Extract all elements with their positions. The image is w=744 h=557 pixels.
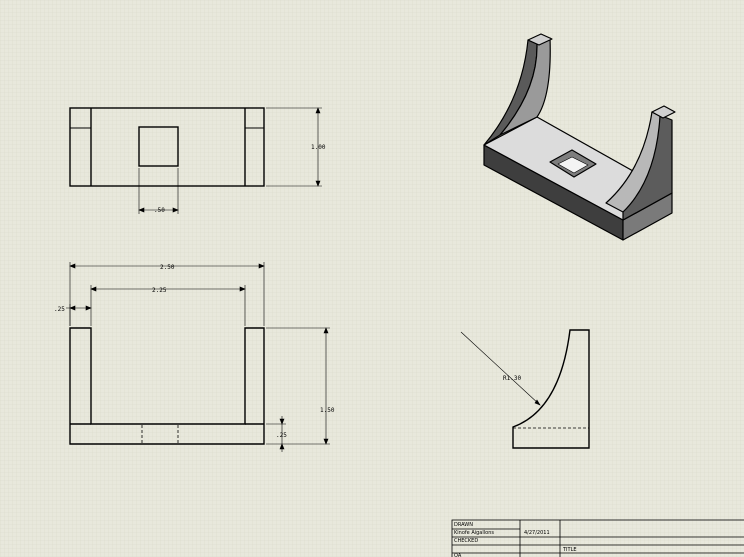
- dim-fillet-radius: R1.30: [503, 375, 521, 382]
- top-view-dimensions: [138, 107, 322, 214]
- dim-wall-thickness: .25: [54, 306, 65, 313]
- dim-top-height: 1.00: [311, 144, 326, 151]
- tb-qa-label: QA: [454, 553, 462, 557]
- front-view: [69, 327, 265, 445]
- title-block-frame: [451, 519, 744, 557]
- front-view-dimensions: [66, 262, 330, 452]
- tb-drawn-date: 4/27/2011: [524, 530, 550, 536]
- dim-base-thickness: .25: [276, 432, 287, 439]
- top-view-outline: [69, 107, 265, 187]
- dim-inner-width: 2.25: [152, 287, 167, 294]
- side-view-outline: [512, 329, 590, 449]
- tb-checked-label: CHECKED: [454, 538, 478, 544]
- dim-overall-height: 1.50: [320, 407, 335, 414]
- top-view-square-hole: [138, 126, 179, 167]
- dim-overall-width: 2.50: [160, 264, 175, 271]
- iso-left-upright-top: [527, 33, 553, 46]
- isometric-view: [483, 33, 676, 241]
- top-view: [69, 107, 265, 187]
- title-block: [451, 519, 744, 557]
- tb-drawn-label: DRAWN: [454, 522, 473, 528]
- iso-square-hole-floor: [557, 156, 589, 174]
- dim-hole-width: .50: [154, 207, 165, 214]
- side-view: [512, 329, 590, 449]
- side-view-dimension: [460, 331, 541, 406]
- tb-title-label: TITLE: [562, 547, 577, 553]
- iso-right-upright-top: [651, 105, 676, 119]
- tb-drawn-name: Kinofe Aigallons: [454, 530, 494, 536]
